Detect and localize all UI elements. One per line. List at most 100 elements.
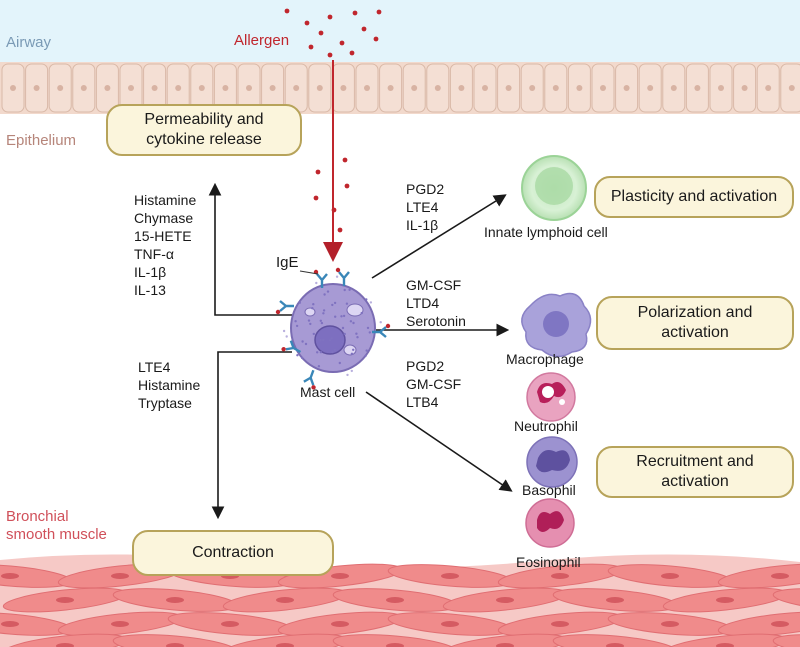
granule [320, 321, 324, 325]
allergen-label: Allergen [234, 32, 290, 49]
macrophage-label: Macrophage [506, 351, 584, 367]
mediator: IL-13 [134, 282, 166, 298]
ige-antibody [303, 369, 315, 386]
allergen-particle [337, 227, 343, 233]
ige-pointer [299, 270, 319, 275]
granule [352, 348, 355, 351]
granule [311, 307, 314, 310]
ige-antibody [372, 326, 387, 338]
epithelial-nucleus [340, 85, 347, 91]
smooth-muscle-cell [772, 588, 800, 612]
arrow-to-epithelium [208, 182, 292, 316]
epithelial-nucleus [222, 85, 229, 91]
smooth-muscle-nucleus [111, 621, 129, 627]
granule [309, 322, 312, 326]
epithelial-nucleus [387, 85, 394, 91]
permeability-pill: Permeability and cytokine release [106, 104, 302, 156]
basophil-shape [526, 436, 578, 488]
granule [322, 312, 325, 315]
granule [300, 356, 304, 360]
epithelial-nucleus [647, 85, 654, 91]
mediator: Tryptase [138, 395, 192, 411]
bound-allergen [281, 346, 286, 352]
smooth-muscle-nucleus [496, 597, 514, 603]
granule [333, 301, 337, 305]
smooth-muscle-nucleus [551, 573, 569, 579]
allergen-particle [313, 195, 319, 201]
granule [365, 298, 368, 301]
mediator: Histamine [138, 377, 201, 393]
smooth-muscle-cell [772, 634, 800, 647]
granule [341, 340, 344, 343]
epithelial-nucleus [576, 85, 583, 91]
allergen-particles [284, 8, 382, 233]
ige-receptor [275, 300, 294, 315]
granule [322, 309, 326, 312]
smooth-muscle-nucleus [661, 621, 679, 627]
smooth-muscle-nucleus [551, 621, 569, 627]
allergen-particle [376, 9, 382, 15]
granule [349, 320, 353, 323]
epithelial-nucleus [57, 85, 64, 91]
epithelial-nucleus [765, 85, 772, 91]
mediator: LTB4 [406, 394, 439, 410]
mast-cell-label: Mast cell [300, 384, 356, 400]
smooth-muscle-nucleus [606, 643, 624, 647]
bronchial-smooth-muscle-label: Bronchial smooth muscle [6, 508, 107, 543]
arrow-to-ilc [371, 194, 507, 279]
allergen-particle [327, 14, 333, 20]
smooth-muscle-nucleus [166, 643, 184, 647]
granule [334, 315, 337, 318]
innate-lymphoid-cell-shape [521, 155, 587, 221]
granule [301, 340, 304, 343]
smooth-muscle-nucleus [606, 597, 624, 603]
mediator: IL-1β [406, 217, 439, 233]
granule [295, 324, 299, 328]
epithelial-nucleus [10, 85, 16, 91]
allergen-particle [344, 183, 350, 189]
smooth-muscle-nucleus [441, 621, 459, 627]
granule [285, 335, 288, 338]
mediator: LTE4 [138, 359, 171, 375]
smooth-muscle-nucleus [1, 573, 19, 579]
smooth-muscle-nucleus [56, 597, 74, 603]
granule [312, 303, 315, 306]
granule [331, 303, 334, 307]
granule [322, 338, 325, 342]
granule [350, 352, 354, 355]
allergen-particle [304, 20, 310, 26]
epithelial-nucleus [411, 85, 418, 91]
mediator: 15-HETE [134, 228, 192, 244]
allergen-particle [361, 26, 367, 32]
allergen-particle [352, 10, 358, 16]
epithelial-nucleus [434, 85, 441, 91]
smooth-muscle-nucleus [166, 597, 184, 603]
granule [328, 339, 332, 342]
mediators-ilc: PGD2 LTE4 IL-1β [406, 180, 444, 234]
smooth-muscle-nucleus [771, 621, 789, 627]
mediator: IL-1β [134, 264, 167, 280]
smooth-muscle-nucleus [716, 643, 734, 647]
mediator: GM-CSF [406, 376, 462, 392]
neutrophil-shape [526, 372, 576, 422]
granule [315, 281, 318, 285]
granule [319, 351, 323, 354]
epithelial-nucleus [128, 85, 134, 91]
smooth-muscle-nucleus [276, 597, 294, 603]
granule [369, 301, 373, 304]
granule [341, 343, 344, 346]
ige-antibody [338, 271, 350, 286]
granule [364, 354, 367, 358]
macrophage-shape [521, 292, 592, 358]
plasticity-pill: Plasticity and activation [594, 176, 794, 218]
allergen-particle [284, 8, 290, 14]
epithelium-label: Epithelium [6, 132, 77, 149]
epithelial-nucleus [151, 85, 158, 91]
epithelial-nucleus [246, 85, 252, 91]
eosinophil-shape [525, 498, 575, 548]
epithelial-nucleus [293, 85, 300, 91]
smooth-muscle-nucleus [56, 643, 74, 647]
granule [333, 348, 336, 352]
epithelial-nucleus [364, 85, 370, 91]
ige-antibody [316, 273, 328, 288]
